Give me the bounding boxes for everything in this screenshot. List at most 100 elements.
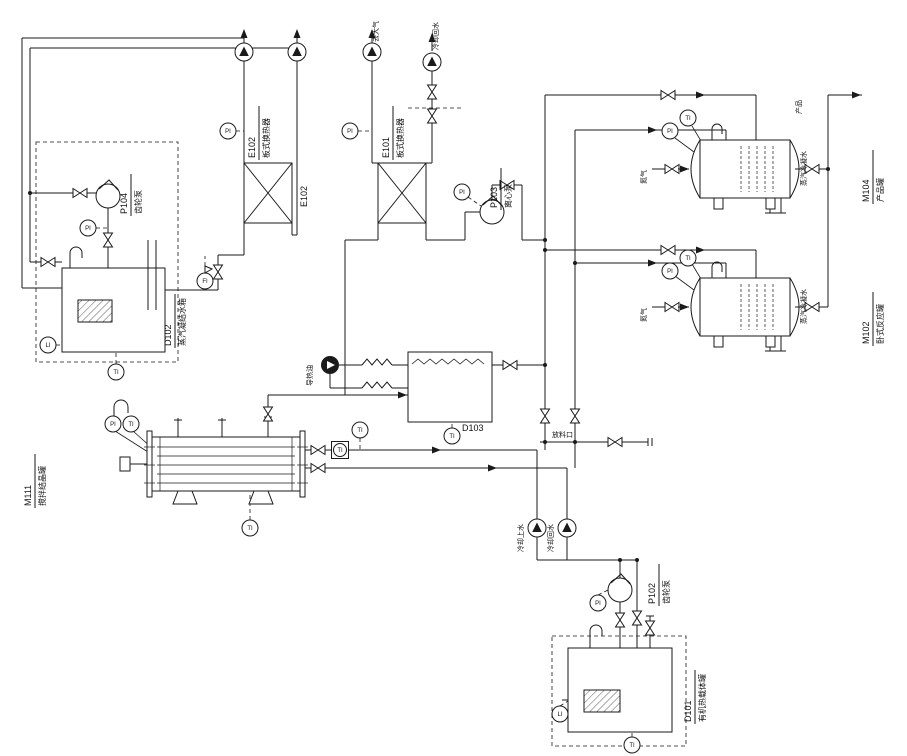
instrument-panel: TI [331,441,349,459]
svg-text:放料口: 放料口 [552,430,573,439]
svg-text:蒸汽凝结水箱: 蒸汽凝结水箱 [177,298,187,346]
instrument-bubble: PI [661,262,679,280]
instrument-bubble: PI [219,122,237,140]
stream-label-steam-condensate-2: 蒸汽冷凝水 [799,289,808,324]
instrument-bubble: TI [351,421,369,439]
svg-text:M111: M111 [23,485,33,506]
svg-text:TI: TI [337,448,343,454]
svg-text:PI: PI [459,190,465,196]
p104-pump [95,179,121,209]
label-m111: M111 搅拌结晶罐 [23,454,47,508]
valve-icon [263,406,273,422]
e102-heat-exchanger [243,162,293,224]
equipment-shapes [61,123,800,733]
p102-pump [607,573,633,603]
valve-icon [310,463,326,473]
signal-lines [35,107,687,747]
e101-heat-exchanger [377,162,427,224]
m111-vessel [113,399,308,505]
instrument-bubble: TI [122,415,140,433]
svg-text:TI: TI [685,116,691,122]
svg-text:冷却回水: 冷却回水 [546,524,555,552]
d102-tank [61,267,166,353]
instrument-bubble: TI [241,519,259,537]
inline-pump-icon [527,518,547,538]
instruments: PI PI PI PI LI TI FI TI TI TI PI TI PI T… [39,109,697,754]
svg-text:D103: D103 [462,423,484,433]
svg-text:产品罐: 产品罐 [875,178,885,202]
valve-icon [607,437,623,447]
heat-oil-pump [321,356,339,374]
valve-icon [72,188,88,198]
vent-icon [422,52,442,72]
instrument-bubble: LI [551,705,569,723]
instrument-bubble: PI [341,122,359,140]
instrument-bubble: PI [453,183,471,201]
m104-vessel [690,123,800,210]
svg-text:PI: PI [595,601,601,607]
d103-tank [407,351,493,423]
valve-icon [570,408,580,424]
svg-text:齿轮泵: 齿轮泵 [661,580,671,604]
svg-text:PI: PI [667,269,673,275]
svg-text:板式换热器: 板式换热器 [395,118,405,158]
valve-icon [40,257,56,267]
label-e102-dup: E102 [299,186,309,207]
label-p103: P103 离心泵 [489,168,513,210]
label-d103: D103 [462,423,484,433]
vent-icon [287,42,307,62]
svg-text:齿轮泵: 齿轮泵 [133,190,143,214]
svg-text:TI: TI [357,428,363,434]
pipe-junctions [28,167,830,562]
svg-text:TI: TI [449,434,455,440]
stream-label-cooling-return: 冷却回水 [431,22,440,50]
label-d102: D102 蒸汽凝结水箱 [163,294,187,348]
instrument-bubble: TI [107,363,125,381]
instrument-bubble: TI [443,427,461,445]
svg-text:氮气: 氮气 [639,308,648,322]
valve-icon [660,245,676,255]
valve-icon [664,302,680,312]
svg-text:冷却上水: 冷却上水 [516,524,525,552]
valve-icon [660,90,676,100]
svg-text:E101: E101 [381,137,391,158]
stream-label-to-atmosphere: 去大气 [371,21,380,42]
inline-pump-icon [557,518,577,538]
svg-text:去大气: 去大气 [371,21,380,42]
valve-icon [427,84,437,100]
valve-icon [645,620,655,636]
svg-text:M104: M104 [861,179,871,202]
svg-text:TI: TI [128,422,134,428]
svg-text:LI: LI [45,343,50,349]
stream-label-steam-condensate-1: 蒸汽冷凝水 [799,151,808,186]
svg-text:PI: PI [85,226,91,232]
svg-text:产品: 产品 [794,100,803,114]
svg-text:TI: TI [629,743,635,749]
label-e102: E102 板式换热器 [247,106,271,160]
valve-icon [103,232,113,248]
d101-tank [567,647,673,733]
stream-label-nitrogen-2: 氮气 [639,308,648,322]
svg-text:PI: PI [347,129,353,135]
label-m102: M102 卧式反应罐 [861,292,885,346]
valve-icon [664,164,680,174]
valve-icon [540,408,550,424]
svg-text:LI: LI [557,712,562,718]
instrument-bubble: PI [589,594,607,612]
instrument-bubble: PI [104,415,122,433]
flow-arrows [240,29,861,472]
svg-text:TI: TI [685,256,691,262]
svg-text:M102: M102 [861,321,871,344]
svg-text:P102: P102 [647,583,657,604]
svg-text:E102: E102 [247,137,257,158]
svg-text:有机热载体罐: 有机热载体罐 [697,674,707,722]
svg-text:FI: FI [202,279,208,285]
label-m104: M104 产品罐 [861,150,885,204]
vent-icon [234,42,254,62]
valve-icon [502,360,518,370]
svg-text:PI: PI [225,129,231,135]
stream-label-discharge-port: 放料口 [552,430,573,439]
svg-text:P104: P104 [119,193,129,214]
valve-icon [213,264,223,280]
